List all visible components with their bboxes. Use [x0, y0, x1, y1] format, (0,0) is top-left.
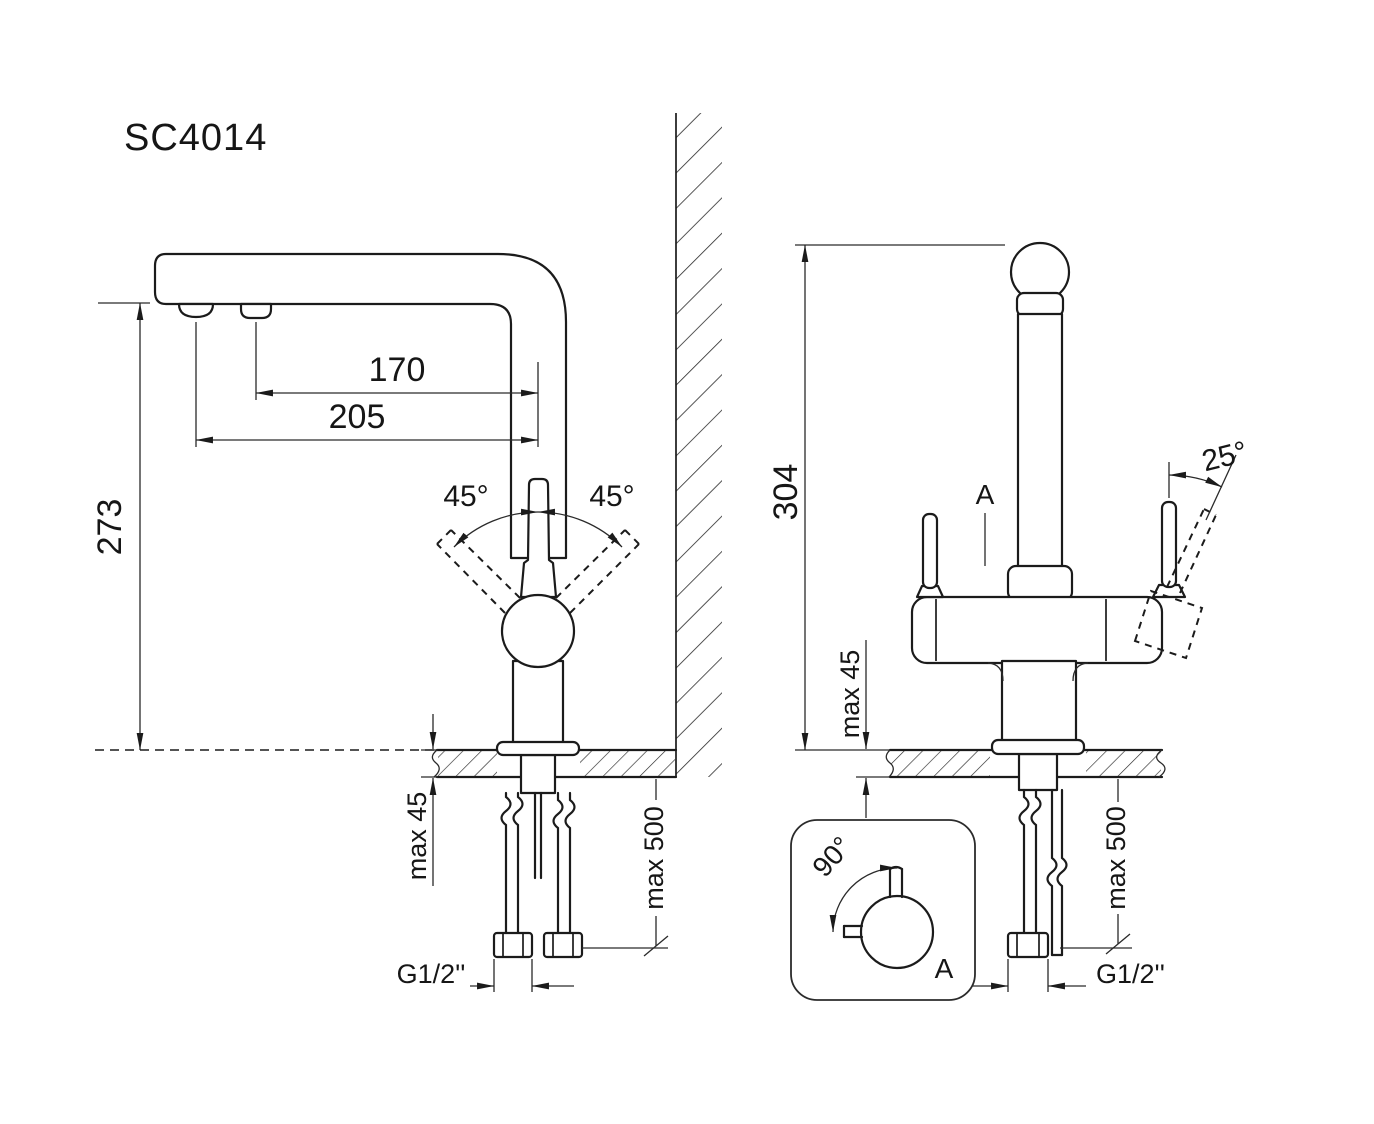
- riser-pipe: [1016, 312, 1064, 570]
- hose-nut-right: [542, 931, 584, 959]
- detail-label-a: A: [935, 953, 954, 984]
- wall-section: [675, 113, 722, 777]
- mixer-handle: [921, 512, 939, 590]
- mixer-body: [910, 595, 1164, 665]
- ball-joint: [500, 593, 576, 669]
- base-flange-front: [990, 738, 1086, 756]
- filter-outlet: [239, 302, 273, 320]
- base-flange: [495, 740, 581, 757]
- detail-view-a: 90° A: [790, 819, 976, 1001]
- body-column: [511, 659, 565, 745]
- dim-max45-side: max 45: [402, 792, 432, 881]
- model-number: SC4014: [124, 117, 267, 159]
- front-view-hoses: [1006, 752, 1068, 959]
- front-view-countertop: [885, 748, 1166, 779]
- dim-304: 304: [767, 464, 805, 521]
- hose-nut-left: [492, 931, 534, 959]
- angle-25: 25°: [1199, 435, 1251, 478]
- side-view-dimensions: 170 205 273 45° 45° max 45 max 500 G1/2'…: [91, 302, 669, 992]
- angle-45-right: 45°: [589, 480, 634, 513]
- dim-205: 205: [329, 398, 386, 436]
- hose-nut-front: [1006, 931, 1050, 959]
- dim-max500-front: max 500: [1101, 806, 1131, 910]
- side-view-countertop: [431, 748, 678, 779]
- thread-size-front: G1/2'': [1096, 959, 1165, 989]
- dim-max500-side: max 500: [639, 806, 669, 910]
- faucet-side-view: [153, 252, 581, 757]
- dim-170: 170: [369, 351, 426, 389]
- thread-size-side: G1/2'': [397, 959, 466, 989]
- handle-top-view: [859, 894, 935, 970]
- dim-max45-front: max 45: [835, 650, 865, 739]
- dim-273: 273: [91, 499, 129, 556]
- faucet-front-view: [910, 241, 1187, 756]
- detail-marker-a: A: [976, 479, 995, 510]
- filter-handle: [1160, 500, 1178, 589]
- aerator-outlet: [177, 302, 215, 319]
- angle-45-left: 45°: [443, 480, 488, 513]
- side-view-hoses: [492, 753, 584, 959]
